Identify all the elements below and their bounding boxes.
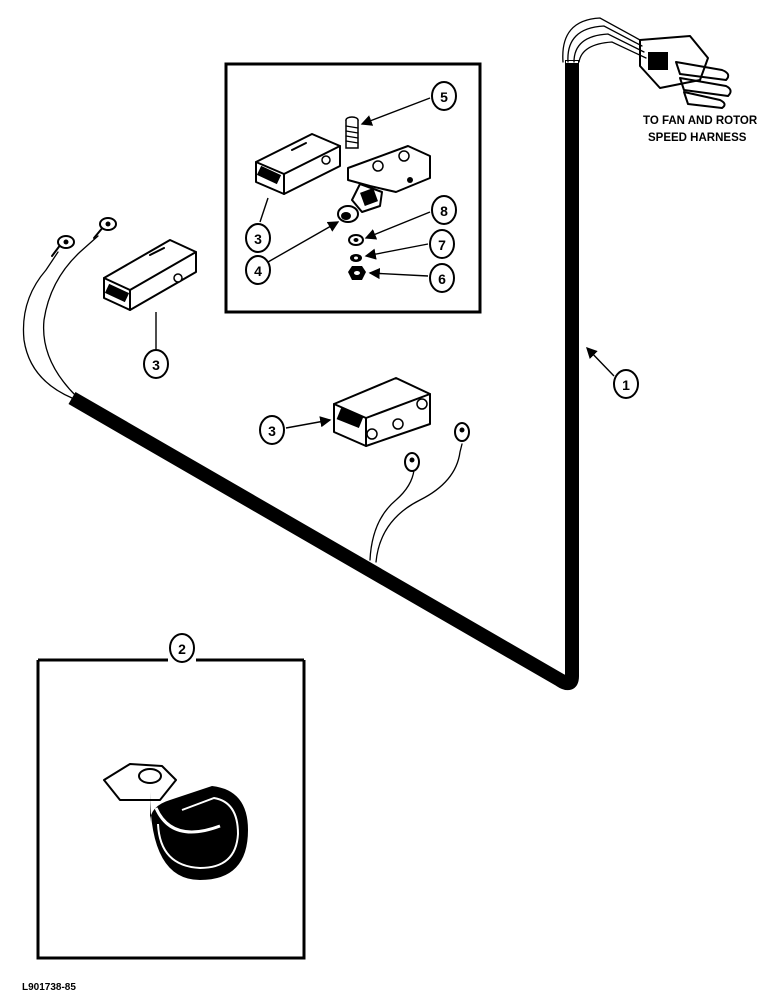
callout-3-left: 3 — [143, 349, 169, 379]
callout-1: 1 — [613, 369, 639, 399]
figure-id: L901738-85 — [22, 982, 76, 993]
callout-4-label: 4 — [254, 263, 262, 279]
callout-6: 6 — [429, 263, 455, 293]
callout-2: 2 — [169, 633, 195, 663]
callout-8-label: 8 — [440, 203, 448, 219]
callout-7-label: 7 — [438, 237, 446, 253]
leader-lines — [155, 97, 615, 429]
callout-7: 7 — [429, 229, 455, 259]
harness-connector-icon — [639, 35, 732, 109]
clamp-inset — [36, 658, 306, 960]
ring-terminal-icon — [93, 217, 117, 239]
callout-1-label: 1 — [622, 377, 630, 393]
roller-actuator-icon — [337, 145, 431, 223]
center-switch-leads — [369, 422, 470, 563]
callout-5: 5 — [431, 81, 457, 111]
washer-icon — [348, 234, 364, 246]
nut-icon — [348, 266, 366, 280]
callout-6-label: 6 — [438, 271, 446, 287]
micro-switch-icon — [103, 239, 197, 311]
callout-4: 4 — [245, 255, 271, 285]
washer-icon — [350, 254, 362, 262]
ring-terminal-icon — [454, 422, 470, 442]
connector-label-line2: SPEED HARNESS — [648, 132, 747, 144]
callout-3-center: 3 — [259, 415, 285, 445]
callout-3-inset-label: 3 — [254, 231, 262, 247]
micro-switch-icon — [333, 377, 431, 447]
left-switch-leads — [22, 217, 117, 399]
callout-3-center-label: 3 — [268, 423, 276, 439]
connector-label-line1: TO FAN AND ROTOR — [643, 115, 758, 127]
callout-3-left-label: 3 — [152, 357, 160, 373]
wire-harness-icon — [68, 17, 647, 691]
callout-2-label: 2 — [178, 641, 186, 657]
callout-8: 8 — [431, 195, 457, 225]
cable-clamp-icon — [103, 763, 248, 880]
callout-3-inset: 3 — [245, 223, 271, 253]
ring-terminal-icon — [404, 452, 420, 472]
screw-icon — [345, 116, 359, 149]
switch-detail-inset — [224, 62, 482, 314]
ring-terminal-icon — [51, 235, 75, 257]
micro-switch-icon — [255, 133, 341, 195]
callout-5-label: 5 — [440, 89, 448, 105]
